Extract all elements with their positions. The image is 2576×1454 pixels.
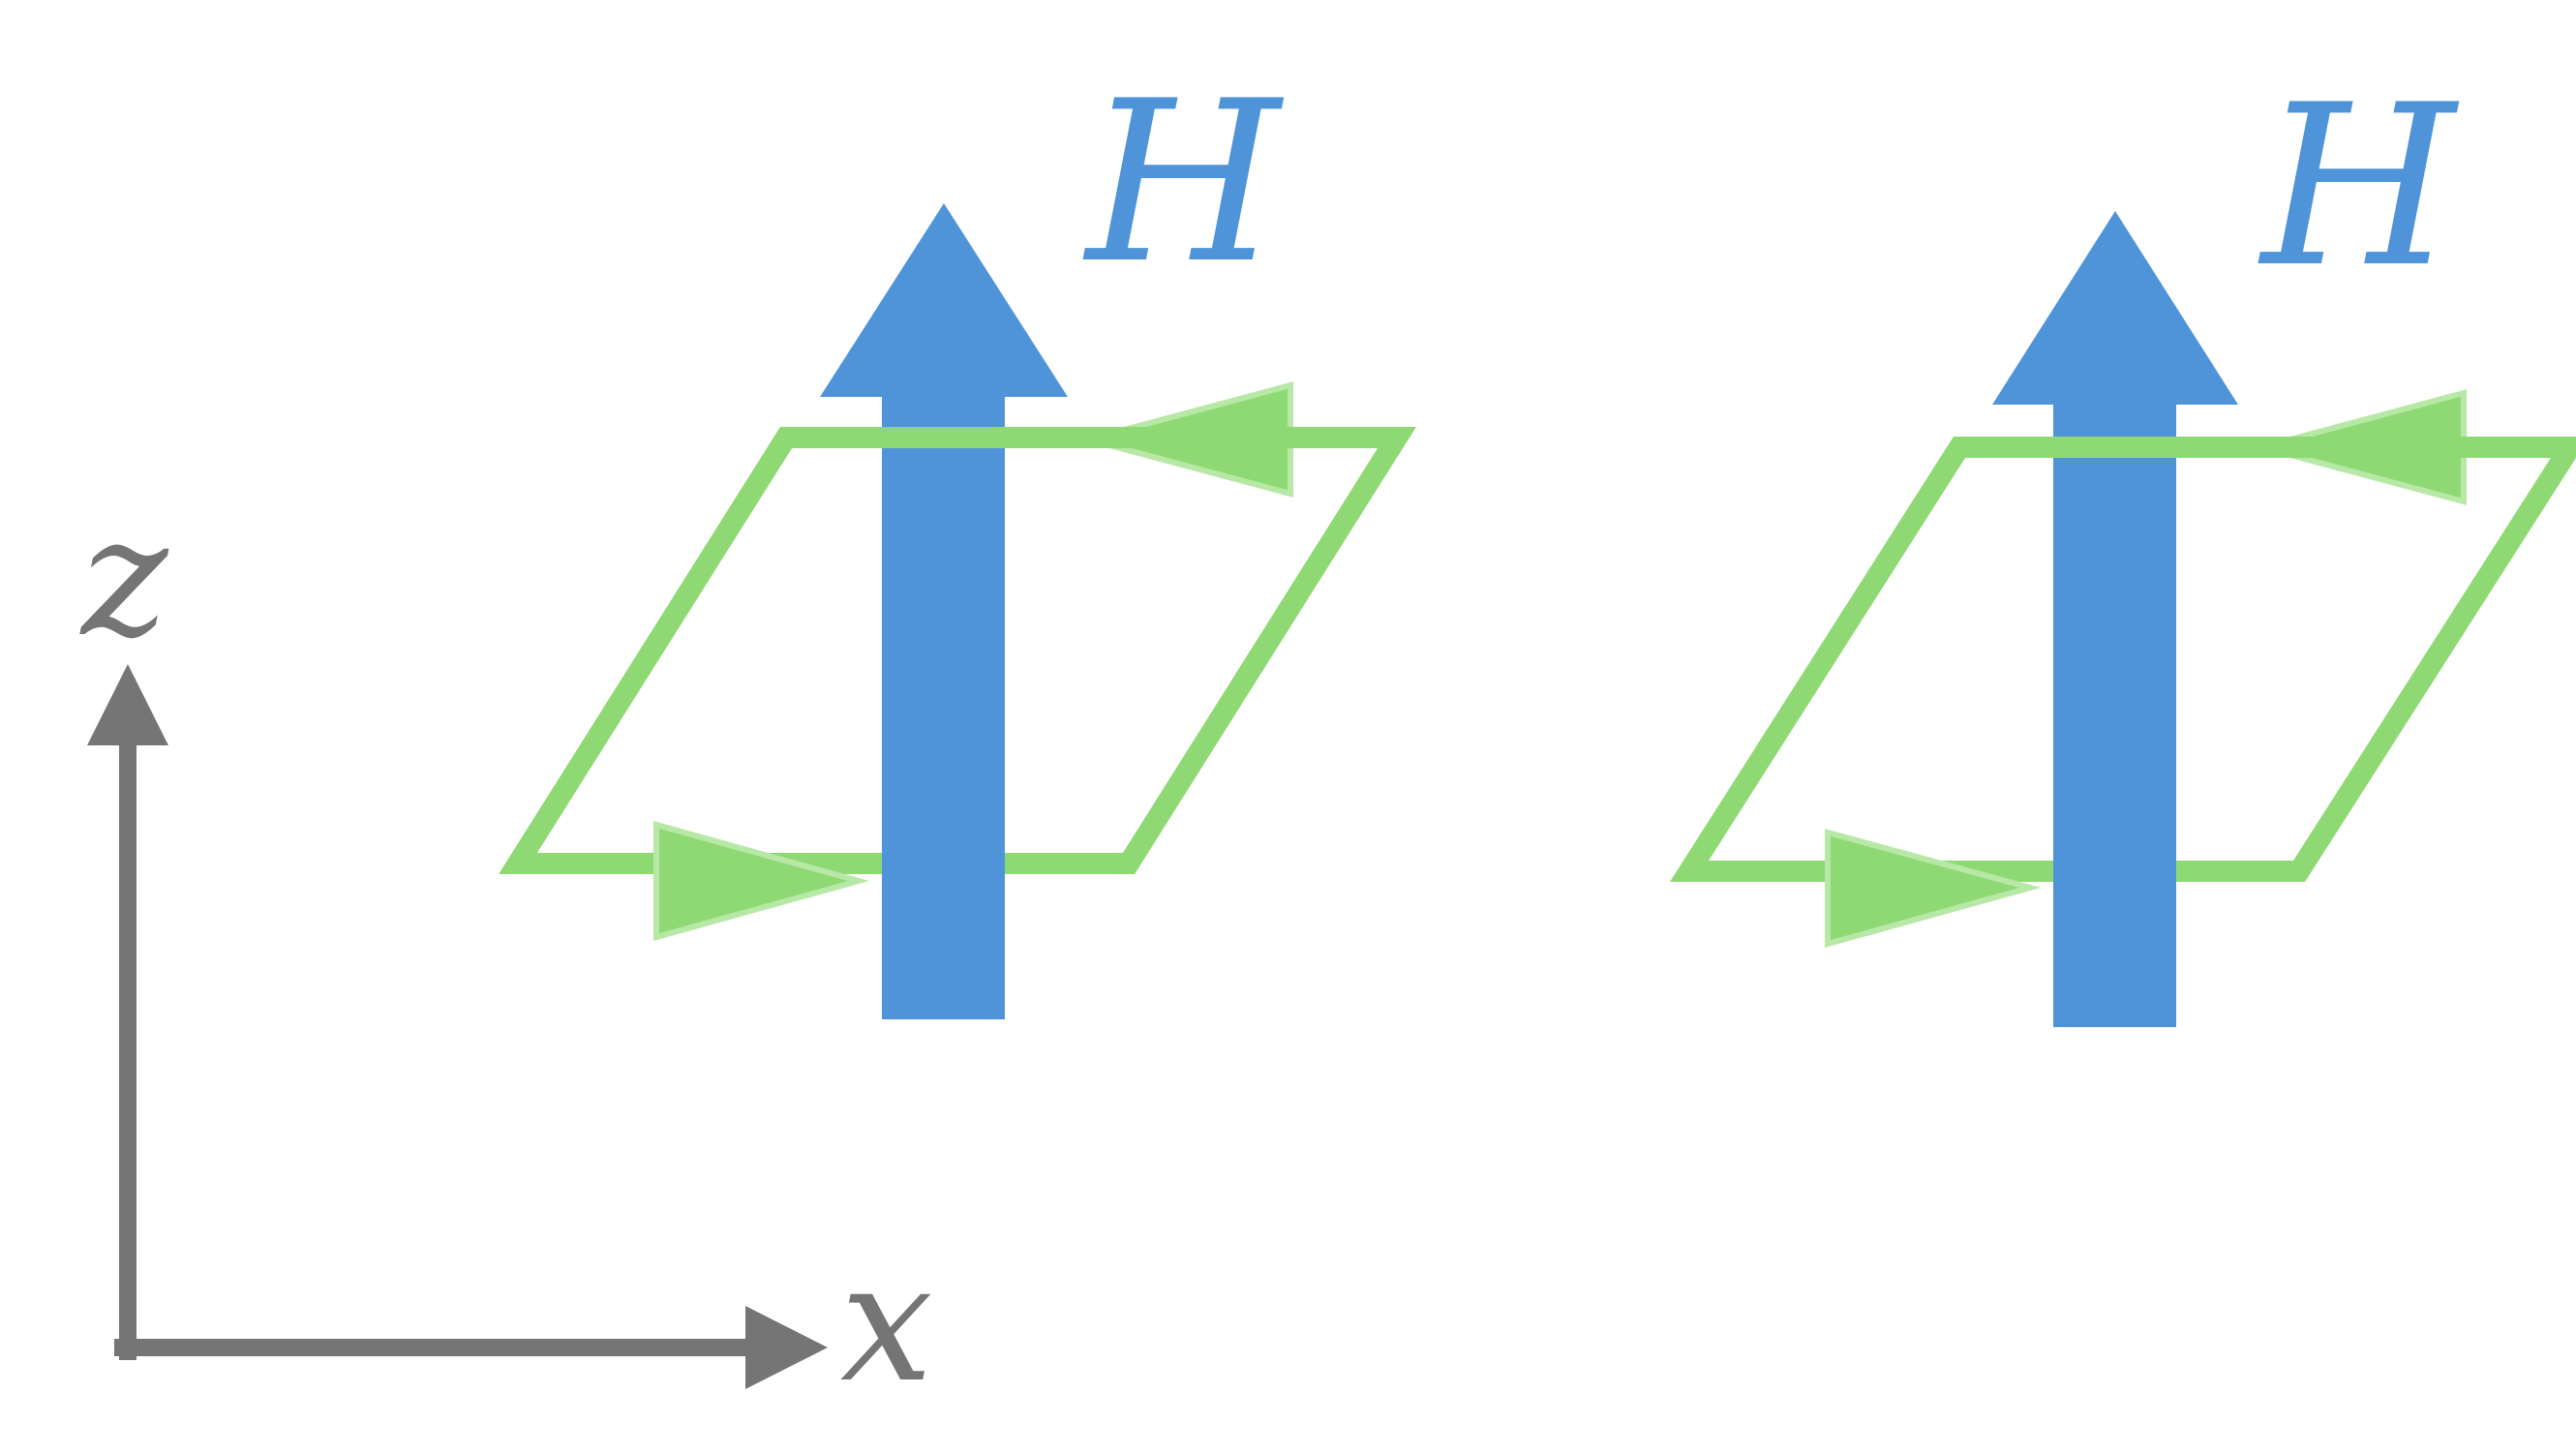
current-loop-right: H	[1669, 58, 2576, 1027]
coordinate-axes: z x	[79, 482, 933, 1419]
field-label-h: H	[1082, 54, 1285, 313]
z-axis-arrowhead	[87, 664, 168, 745]
field-arrow-shaft	[2053, 403, 2176, 1027]
field-arrow-head	[1992, 211, 2238, 405]
field-label-h: H	[2258, 58, 2460, 317]
loop-current-arrow-bottom	[1825, 829, 2042, 948]
x-axis-arrowhead	[745, 1306, 828, 1389]
loop-current-arrow-bottom	[653, 821, 870, 941]
current-loop-left: H	[499, 54, 1416, 1019]
x-axis-label: x	[840, 1227, 933, 1419]
field-arrow-head	[820, 203, 1068, 397]
field-arrow-shaft	[882, 395, 1005, 1019]
z-axis-label: z	[79, 482, 169, 674]
